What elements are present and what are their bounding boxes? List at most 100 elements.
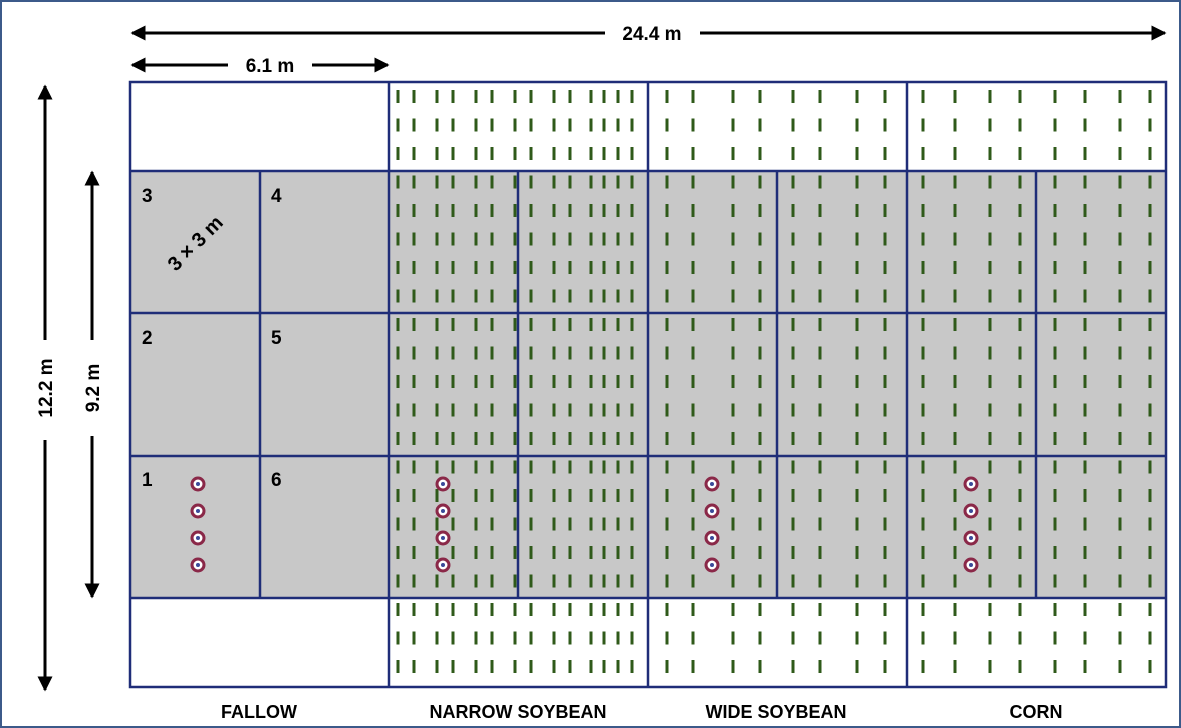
corn-plant-row — [988, 375, 992, 388]
wide-soybean-plant-row — [883, 432, 887, 445]
narrow-soybean-plant-row — [396, 175, 400, 189]
corn-plant-row — [1118, 489, 1122, 502]
narrow-soybean-plant-row — [630, 318, 634, 331]
narrow-soybean-plant-row — [568, 118, 572, 132]
narrow-soybean-plant-row — [616, 517, 620, 531]
corn-plant-row — [988, 546, 992, 559]
narrow-soybean-plant-row — [412, 261, 416, 274]
wide-soybean-plant-row — [731, 375, 735, 388]
wide-soybean-plant-row — [665, 432, 669, 445]
wide-soybean-plant-row — [855, 232, 859, 246]
wide-soybean-plant-row — [883, 660, 887, 673]
corn-plant-row — [1118, 460, 1122, 474]
narrow-soybean-plant-row — [568, 289, 572, 303]
narrow-soybean-plant-row — [513, 90, 517, 103]
wide-soybean-plant-row — [818, 517, 822, 531]
narrow-soybean-plant-row — [451, 631, 455, 645]
corn-plant-row — [953, 90, 957, 103]
narrow-soybean-plant-row — [589, 175, 593, 189]
narrow-soybean-plant-row — [474, 574, 478, 588]
narrow-soybean-plant-row — [630, 574, 634, 588]
wide-soybean-plant-row — [791, 603, 795, 616]
wide-soybean-plant-row — [731, 517, 735, 531]
wide-soybean-plant-row — [691, 204, 695, 217]
narrow-soybean-plant-row — [435, 147, 439, 160]
corn-plant-row — [1083, 346, 1087, 360]
corn-plant-row — [1018, 289, 1022, 303]
wide-soybean-plant-row — [691, 147, 695, 160]
wide-soybean-plant-row — [731, 660, 735, 673]
wide-soybean-plant-row — [691, 460, 695, 474]
subplot-number-5: 5 — [271, 328, 282, 349]
corn-plant-row — [1018, 603, 1022, 616]
corn-plant-row — [988, 175, 992, 189]
narrow-soybean-plant-row — [552, 289, 556, 303]
subplot-number-2: 2 — [142, 328, 153, 349]
narrow-soybean-plant-row — [529, 90, 533, 103]
narrow-soybean-plant-row — [490, 118, 494, 132]
narrow-soybean-plant-row — [552, 603, 556, 616]
wide-soybean-plant-row — [883, 232, 887, 246]
narrow-soybean-plant-row — [616, 346, 620, 360]
wide-soybean-plant-row — [665, 232, 669, 246]
narrow-soybean-plant-row — [490, 204, 494, 217]
narrow-soybean-plant-row — [396, 460, 400, 474]
wide-soybean-plant-row — [665, 631, 669, 645]
narrow-soybean-plant-row — [451, 118, 455, 132]
narrow-soybean-plant-row — [435, 603, 439, 616]
narrow-soybean-plant-row — [552, 517, 556, 531]
corn-plant-row — [1083, 90, 1087, 103]
wide-soybean-plant-row — [818, 289, 822, 303]
wide-soybean-plant-row — [791, 318, 795, 331]
treatment-narrow-soybean: NARROW SOYBEAN — [429, 702, 606, 722]
wide-soybean-plant-row — [883, 118, 887, 132]
wide-soybean-plant-row — [883, 603, 887, 616]
corn-plant-row — [1148, 432, 1152, 445]
wide-soybean-plant-row — [855, 546, 859, 559]
wide-soybean-plant-row — [791, 460, 795, 474]
sampling-point-icon — [435, 557, 451, 573]
narrow-soybean-plant-row — [396, 603, 400, 616]
corn-plant-row — [1148, 175, 1152, 189]
narrow-soybean-plant-row — [513, 118, 517, 132]
narrow-soybean-plant-row — [529, 346, 533, 360]
narrow-soybean-plant-row — [474, 375, 478, 388]
narrow-soybean-plant-row — [630, 403, 634, 417]
narrow-soybean-plant-row — [451, 574, 455, 588]
narrow-soybean-plant-row — [568, 574, 572, 588]
narrow-soybean-plant-row — [568, 346, 572, 360]
wide-soybean-plant-row — [883, 318, 887, 331]
wide-soybean-plant-row — [691, 403, 695, 417]
narrow-soybean-plant-row — [490, 546, 494, 559]
narrow-soybean-plant-row — [529, 232, 533, 246]
wide-soybean-plant-row — [855, 90, 859, 103]
corn-plant-row — [953, 204, 957, 217]
corn-plant-row — [921, 375, 925, 388]
wide-soybean-plant-row — [758, 175, 762, 189]
narrow-soybean-plant-row — [474, 175, 478, 189]
wide-soybean-plant-row — [818, 261, 822, 274]
narrow-soybean-plant-row — [529, 660, 533, 673]
corn-plant-row — [1083, 574, 1087, 588]
narrow-soybean-plant-row — [589, 574, 593, 588]
narrow-soybean-plant-row — [630, 175, 634, 189]
narrow-soybean-plant-row — [616, 118, 620, 132]
corn-plant-row — [988, 574, 992, 588]
corn-plant-row — [1148, 403, 1152, 417]
wide-soybean-plant-row — [791, 403, 795, 417]
narrow-soybean-plant-row — [630, 204, 634, 217]
narrow-soybean-plant-row — [396, 403, 400, 417]
narrow-soybean-plant-row — [568, 261, 572, 274]
wide-soybean-plant-row — [758, 460, 762, 474]
narrow-soybean-plant-row — [602, 318, 606, 331]
narrow-soybean-plant-row — [589, 346, 593, 360]
narrow-soybean-plant-row — [474, 204, 478, 217]
narrow-soybean-plant-row — [513, 318, 517, 331]
narrow-soybean-plant-row — [529, 631, 533, 645]
corn-plant-row — [1018, 147, 1022, 160]
wide-soybean-plant-row — [818, 175, 822, 189]
narrow-soybean-plant-row — [529, 375, 533, 388]
narrow-soybean-plant-row — [602, 660, 606, 673]
wide-soybean-plant-row — [665, 460, 669, 474]
wide-soybean-plant-row — [758, 118, 762, 132]
